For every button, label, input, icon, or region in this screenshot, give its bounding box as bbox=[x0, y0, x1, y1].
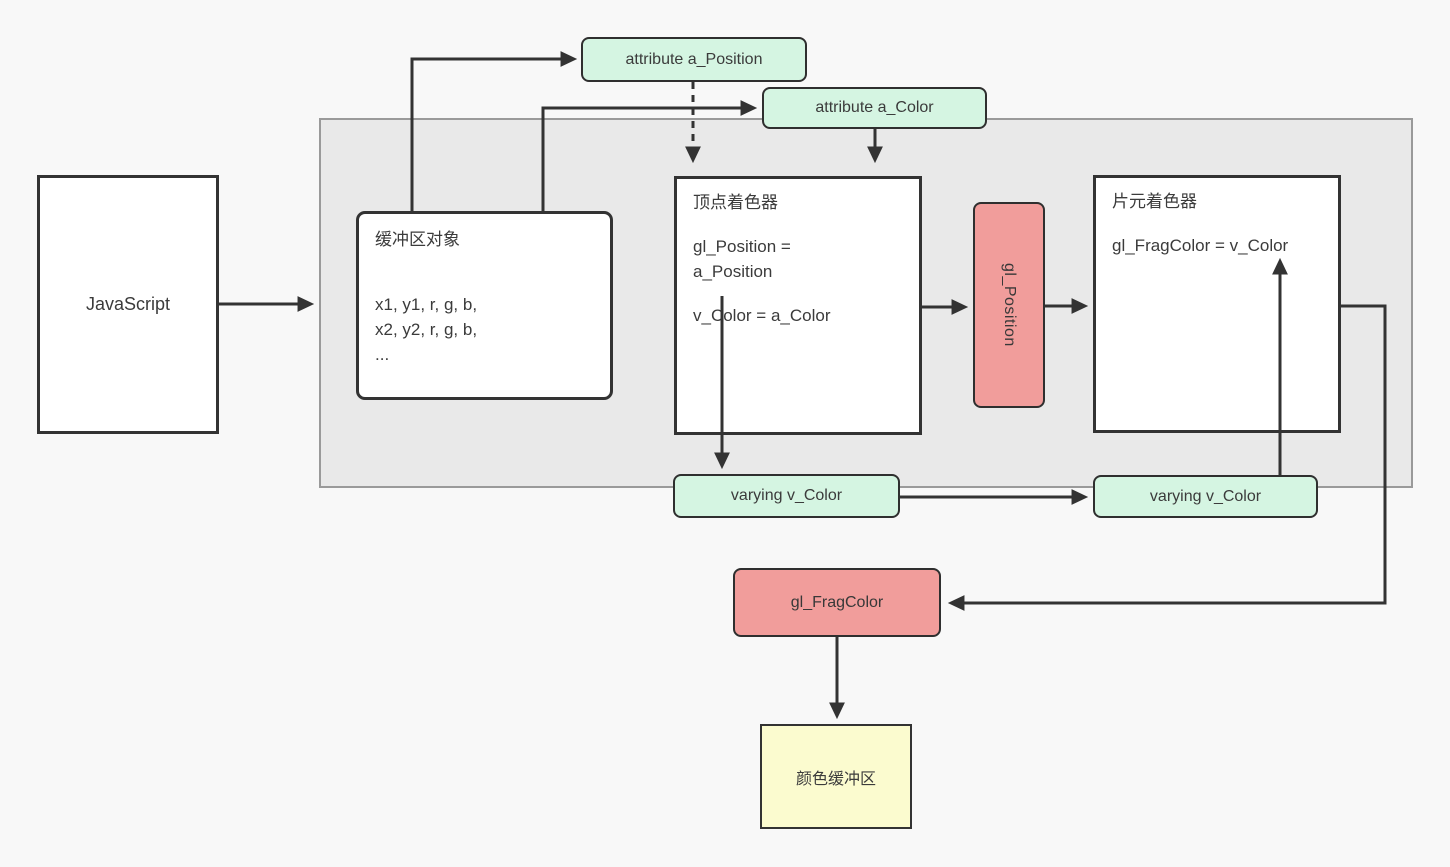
node-attribute-a-color: attribute a_Color bbox=[762, 87, 987, 129]
color-buffer-label: 颜色缓冲区 bbox=[795, 770, 876, 788]
spacer bbox=[1112, 214, 1322, 233]
gl-fragcolor-label: gl_FragColor bbox=[790, 593, 884, 611]
gl-position-label: gl_Position bbox=[1001, 263, 1018, 347]
node-attribute-a-position: attribute a_Position bbox=[581, 37, 807, 82]
node-fragment-shader: 片元着色器 gl_FragColor = v_Color bbox=[1093, 175, 1341, 433]
node-color-buffer: 颜色缓冲区 bbox=[760, 724, 912, 829]
buffer-data-line-1: x1, y1, r, g, b, bbox=[375, 295, 478, 314]
node-javascript: JavaScript bbox=[37, 175, 219, 434]
vertex-code-line-1: gl_Position = bbox=[693, 237, 791, 256]
spacer bbox=[375, 252, 594, 292]
node-vertex-shader: 顶点着色器 gl_Position = a_Position v_Color =… bbox=[674, 176, 922, 435]
node-gl-position: gl_Position bbox=[973, 202, 1045, 408]
node-varying-v-color-right: varying v_Color bbox=[1093, 475, 1318, 518]
vertex-code-line-2: a_Position bbox=[693, 262, 773, 281]
node-gl-fragcolor: gl_FragColor bbox=[733, 568, 941, 637]
vertex-shader-title: 顶点着色器 bbox=[693, 193, 778, 212]
vertex-code-line-3: v_Color = a_Color bbox=[693, 306, 831, 325]
attribute-a-position-label: attribute a_Position bbox=[625, 50, 763, 68]
varying-v-color-right-label: varying v_Color bbox=[1149, 487, 1262, 505]
buffer-data-line-2: x2, y2, r, g, b, bbox=[375, 320, 478, 339]
buffer-object-title: 缓冲区对象 bbox=[375, 230, 460, 249]
javascript-label: JavaScript bbox=[85, 294, 171, 314]
spacer bbox=[693, 284, 903, 303]
buffer-data-line-3: ... bbox=[375, 345, 390, 364]
node-varying-v-color-left: varying v_Color bbox=[673, 474, 900, 518]
varying-v-color-left-label: varying v_Color bbox=[730, 487, 843, 504]
fragment-code-line: gl_FragColor = v_Color bbox=[1112, 236, 1289, 255]
spacer bbox=[693, 215, 903, 234]
node-buffer-object: 缓冲区对象 x1, y1, r, g, b, x2, y2, r, g, b, … bbox=[356, 211, 613, 400]
attribute-a-color-label: attribute a_Color bbox=[815, 99, 934, 116]
fragment-shader-title: 片元着色器 bbox=[1112, 192, 1197, 211]
